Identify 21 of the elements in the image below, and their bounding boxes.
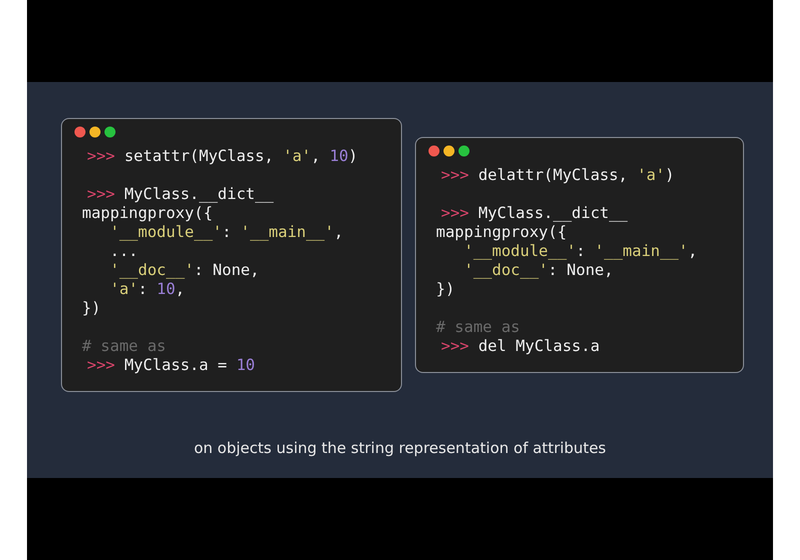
code-window (61, 118, 402, 392)
code-line: >>> delattr(MyClass, 'a') (441, 166, 674, 185)
subtitle-caption: on objects using the string representation of attributes (194, 439, 606, 457)
code-line: '__doc__': None, (109, 261, 260, 280)
code-line: mappingproxy({ (82, 204, 213, 223)
code-line: }) (436, 280, 455, 299)
code-line: >>> MyClass.__dict__ (441, 204, 628, 223)
code-line: '__module__': '__main__', (463, 242, 698, 261)
code-line: >>> del MyClass.a (441, 337, 600, 356)
code-line: }) (82, 299, 101, 318)
code-line: mappingproxy({ (436, 223, 567, 242)
code-line: '__doc__': None, (463, 261, 614, 280)
code-line: >>> MyClass.__dict__ (87, 185, 274, 204)
code-comment: # same as (82, 337, 166, 356)
code-line: '__module__': '__main__', (109, 223, 344, 242)
code-line: ... (108, 242, 138, 261)
code-comment: # same as (436, 318, 520, 337)
code-line: >>> setattr(MyClass, 'a', 10) (87, 147, 358, 166)
code-window (415, 137, 744, 373)
code-line: 'a': 10, (109, 280, 185, 299)
code-line: >>> MyClass.a = 10 (87, 356, 255, 375)
